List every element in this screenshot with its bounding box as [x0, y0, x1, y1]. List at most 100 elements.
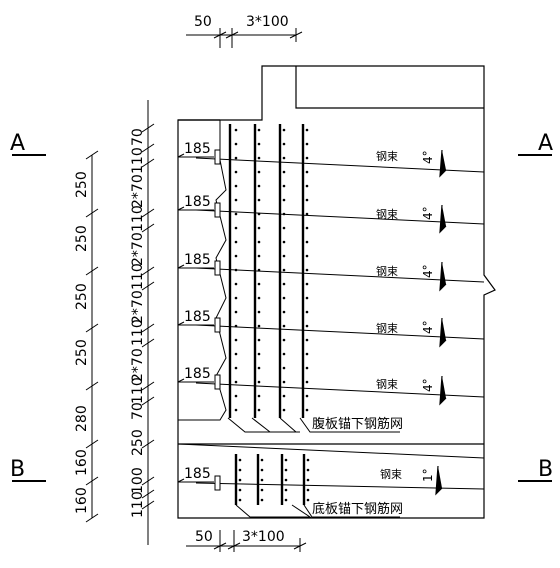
section-outline — [177, 65, 496, 519]
rebar-dot — [234, 254, 238, 258]
dim-tick — [141, 208, 155, 218]
rebar-dot — [306, 458, 310, 462]
angle-6: 1° — [421, 468, 435, 482]
rebar-dot — [257, 282, 261, 286]
rebar-dot — [284, 468, 288, 472]
rebar-dot — [284, 498, 288, 502]
dim-110-1: 110 — [130, 147, 146, 174]
top-dimension — [186, 28, 303, 48]
dim-tick — [141, 323, 155, 333]
rebar-dot — [306, 468, 310, 472]
web-mesh-note: 腹板锚下钢筋网 — [312, 416, 403, 432]
dim-110-3: 110 — [130, 263, 146, 290]
rebar-dot — [238, 498, 242, 502]
rebar-dot — [282, 380, 286, 384]
rebar-dot — [282, 184, 286, 188]
dim-110-2: 110 — [130, 205, 146, 232]
rebar-dot — [305, 240, 309, 244]
rebar-dot — [305, 254, 309, 258]
dim-tick — [141, 476, 155, 486]
dim-tick — [141, 489, 155, 499]
rebar-dot — [257, 128, 261, 132]
dim-tick — [141, 500, 155, 510]
dim-2x70-3: 2*70 — [130, 290, 146, 324]
bottom-dim-50: 50 — [195, 529, 213, 545]
rebar-dot — [305, 324, 309, 328]
rebar-dot — [257, 156, 261, 160]
dim-tick — [85, 150, 99, 160]
rebar-dot — [305, 282, 309, 286]
rebar-dot — [260, 478, 264, 482]
rebar-dot — [260, 498, 264, 502]
rebar-dot — [234, 156, 238, 160]
dim-tick — [141, 143, 155, 153]
angle-labels: 4° 4° 4° 4° 4° 1° — [421, 150, 435, 482]
rebar-dot — [282, 156, 286, 160]
rebar-dot — [305, 156, 309, 160]
rebar-dot — [234, 212, 238, 216]
dim-100: 100 — [130, 467, 146, 494]
rebar-dot — [282, 310, 286, 314]
bottom-rebar-mesh — [234, 454, 306, 505]
dim-110-4: 110 — [130, 319, 146, 346]
dim-tick — [141, 381, 155, 391]
rebar-dot — [282, 324, 286, 328]
dim-250-2: 250 — [74, 225, 90, 252]
dim-250-3: 250 — [74, 283, 90, 310]
dim-tick — [141, 158, 155, 168]
tendon-label-5: 钢束 — [376, 378, 398, 391]
rebar-dot — [234, 142, 238, 146]
dim-tick — [85, 381, 99, 391]
rebar-dot — [305, 352, 309, 356]
tendon-label-3: 钢束 — [376, 265, 398, 278]
anchor-dim-5: 185 — [184, 366, 211, 382]
rebar-dot — [282, 128, 286, 132]
rebar-dot — [234, 366, 238, 370]
rebar-dot — [305, 408, 309, 412]
rebar-dot — [305, 366, 309, 370]
tendon-labels: 钢束 钢束 钢束 钢束 钢束 钢束 — [376, 150, 402, 481]
rebar-dot — [305, 380, 309, 384]
rebar-dot — [257, 310, 261, 314]
rebar-dot — [305, 394, 309, 398]
anchor-dim-6: 185 — [184, 466, 211, 482]
anchor-dim-arrows — [177, 153, 214, 483]
rebar-dot — [282, 240, 286, 244]
left-outer-dim-labels: 250 250 250 250 280 160 160 — [74, 171, 90, 514]
dim-160-2: 160 — [74, 487, 90, 514]
rebar-dot — [260, 468, 264, 472]
rebar-dot — [257, 240, 261, 244]
rebar-dot — [257, 170, 261, 174]
angle-4: 4° — [421, 320, 435, 334]
tendon-label-2: 钢束 — [376, 208, 398, 221]
angle-markers — [435, 149, 447, 496]
left-dimension-ticks — [85, 123, 155, 523]
rebar-dot — [282, 254, 286, 258]
rebar-dot — [257, 296, 261, 300]
rebar-dot — [305, 212, 309, 216]
rebar-dot — [234, 226, 238, 230]
anchor-block-outline — [178, 120, 227, 421]
section-b-right: B — [538, 457, 553, 482]
rebar-dot — [257, 324, 261, 328]
tendon-label-4: 钢束 — [376, 322, 398, 335]
rebar-dot — [234, 198, 238, 202]
rebar-dot — [257, 394, 261, 398]
rebar-dot — [282, 394, 286, 398]
dim-tick — [85, 439, 99, 449]
rebar-dot — [260, 488, 264, 492]
left-dimension-lines — [91, 100, 149, 545]
dim-tick — [85, 323, 99, 333]
rebar-dot — [306, 488, 310, 492]
dim-tick — [141, 123, 155, 133]
dim-70-top: 70 — [130, 128, 146, 146]
rebar-dot — [257, 408, 261, 412]
rebar-dot — [282, 408, 286, 412]
web-rebar-dots — [234, 128, 309, 412]
rebar-dot — [305, 198, 309, 202]
rebar-dot — [257, 338, 261, 342]
mesh-leaders — [227, 417, 400, 518]
rebar-dot — [238, 468, 242, 472]
dim-tick — [141, 338, 155, 348]
